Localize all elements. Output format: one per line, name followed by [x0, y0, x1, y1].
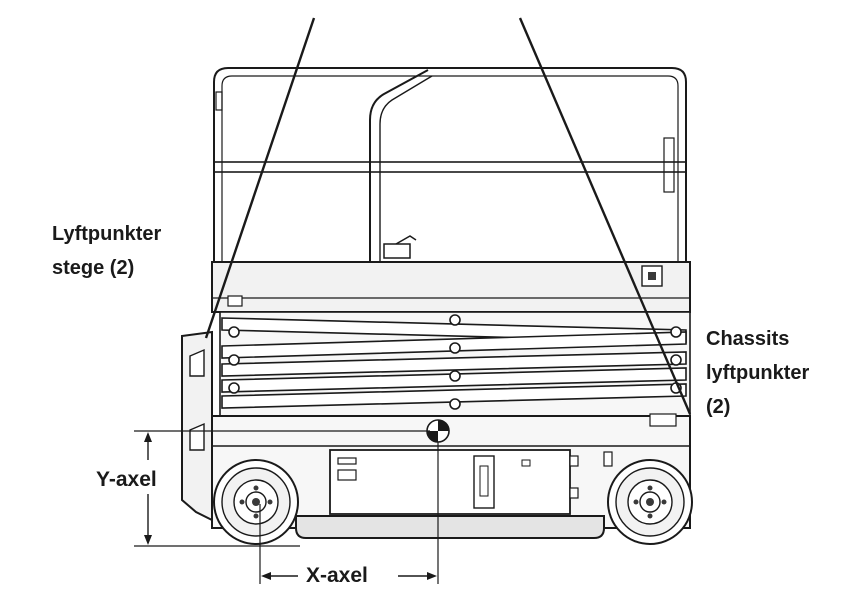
- sling-left: [204, 17, 316, 339]
- gate-latch: [383, 235, 417, 259]
- platform-deck: [211, 261, 691, 313]
- left-wheel: [213, 459, 299, 545]
- label-lift-points-platform-line1: Lyftpunkter: [52, 223, 161, 245]
- sling-right: [518, 17, 692, 415]
- label-y-axis: Y-axel: [96, 468, 157, 491]
- center-of-gravity-icon: [426, 419, 450, 443]
- label-lift-points-platform-line2: stege (2): [52, 257, 134, 279]
- scissor-arms: [219, 311, 691, 417]
- label-x-axis: X-axel: [306, 564, 368, 587]
- label-lift-points-chassis-line1: Chassits: [706, 328, 789, 350]
- lifting-slings: [204, 17, 692, 415]
- y-axis-dimension: [134, 430, 430, 547]
- x-axis-dimension: [259, 442, 439, 584]
- guardrail: [213, 67, 687, 262]
- right-wheel: [607, 459, 693, 545]
- label-lift-points-chassis-line3: (2): [706, 396, 730, 418]
- label-lift-points-chassis-line2: lyftpunkter: [706, 362, 810, 384]
